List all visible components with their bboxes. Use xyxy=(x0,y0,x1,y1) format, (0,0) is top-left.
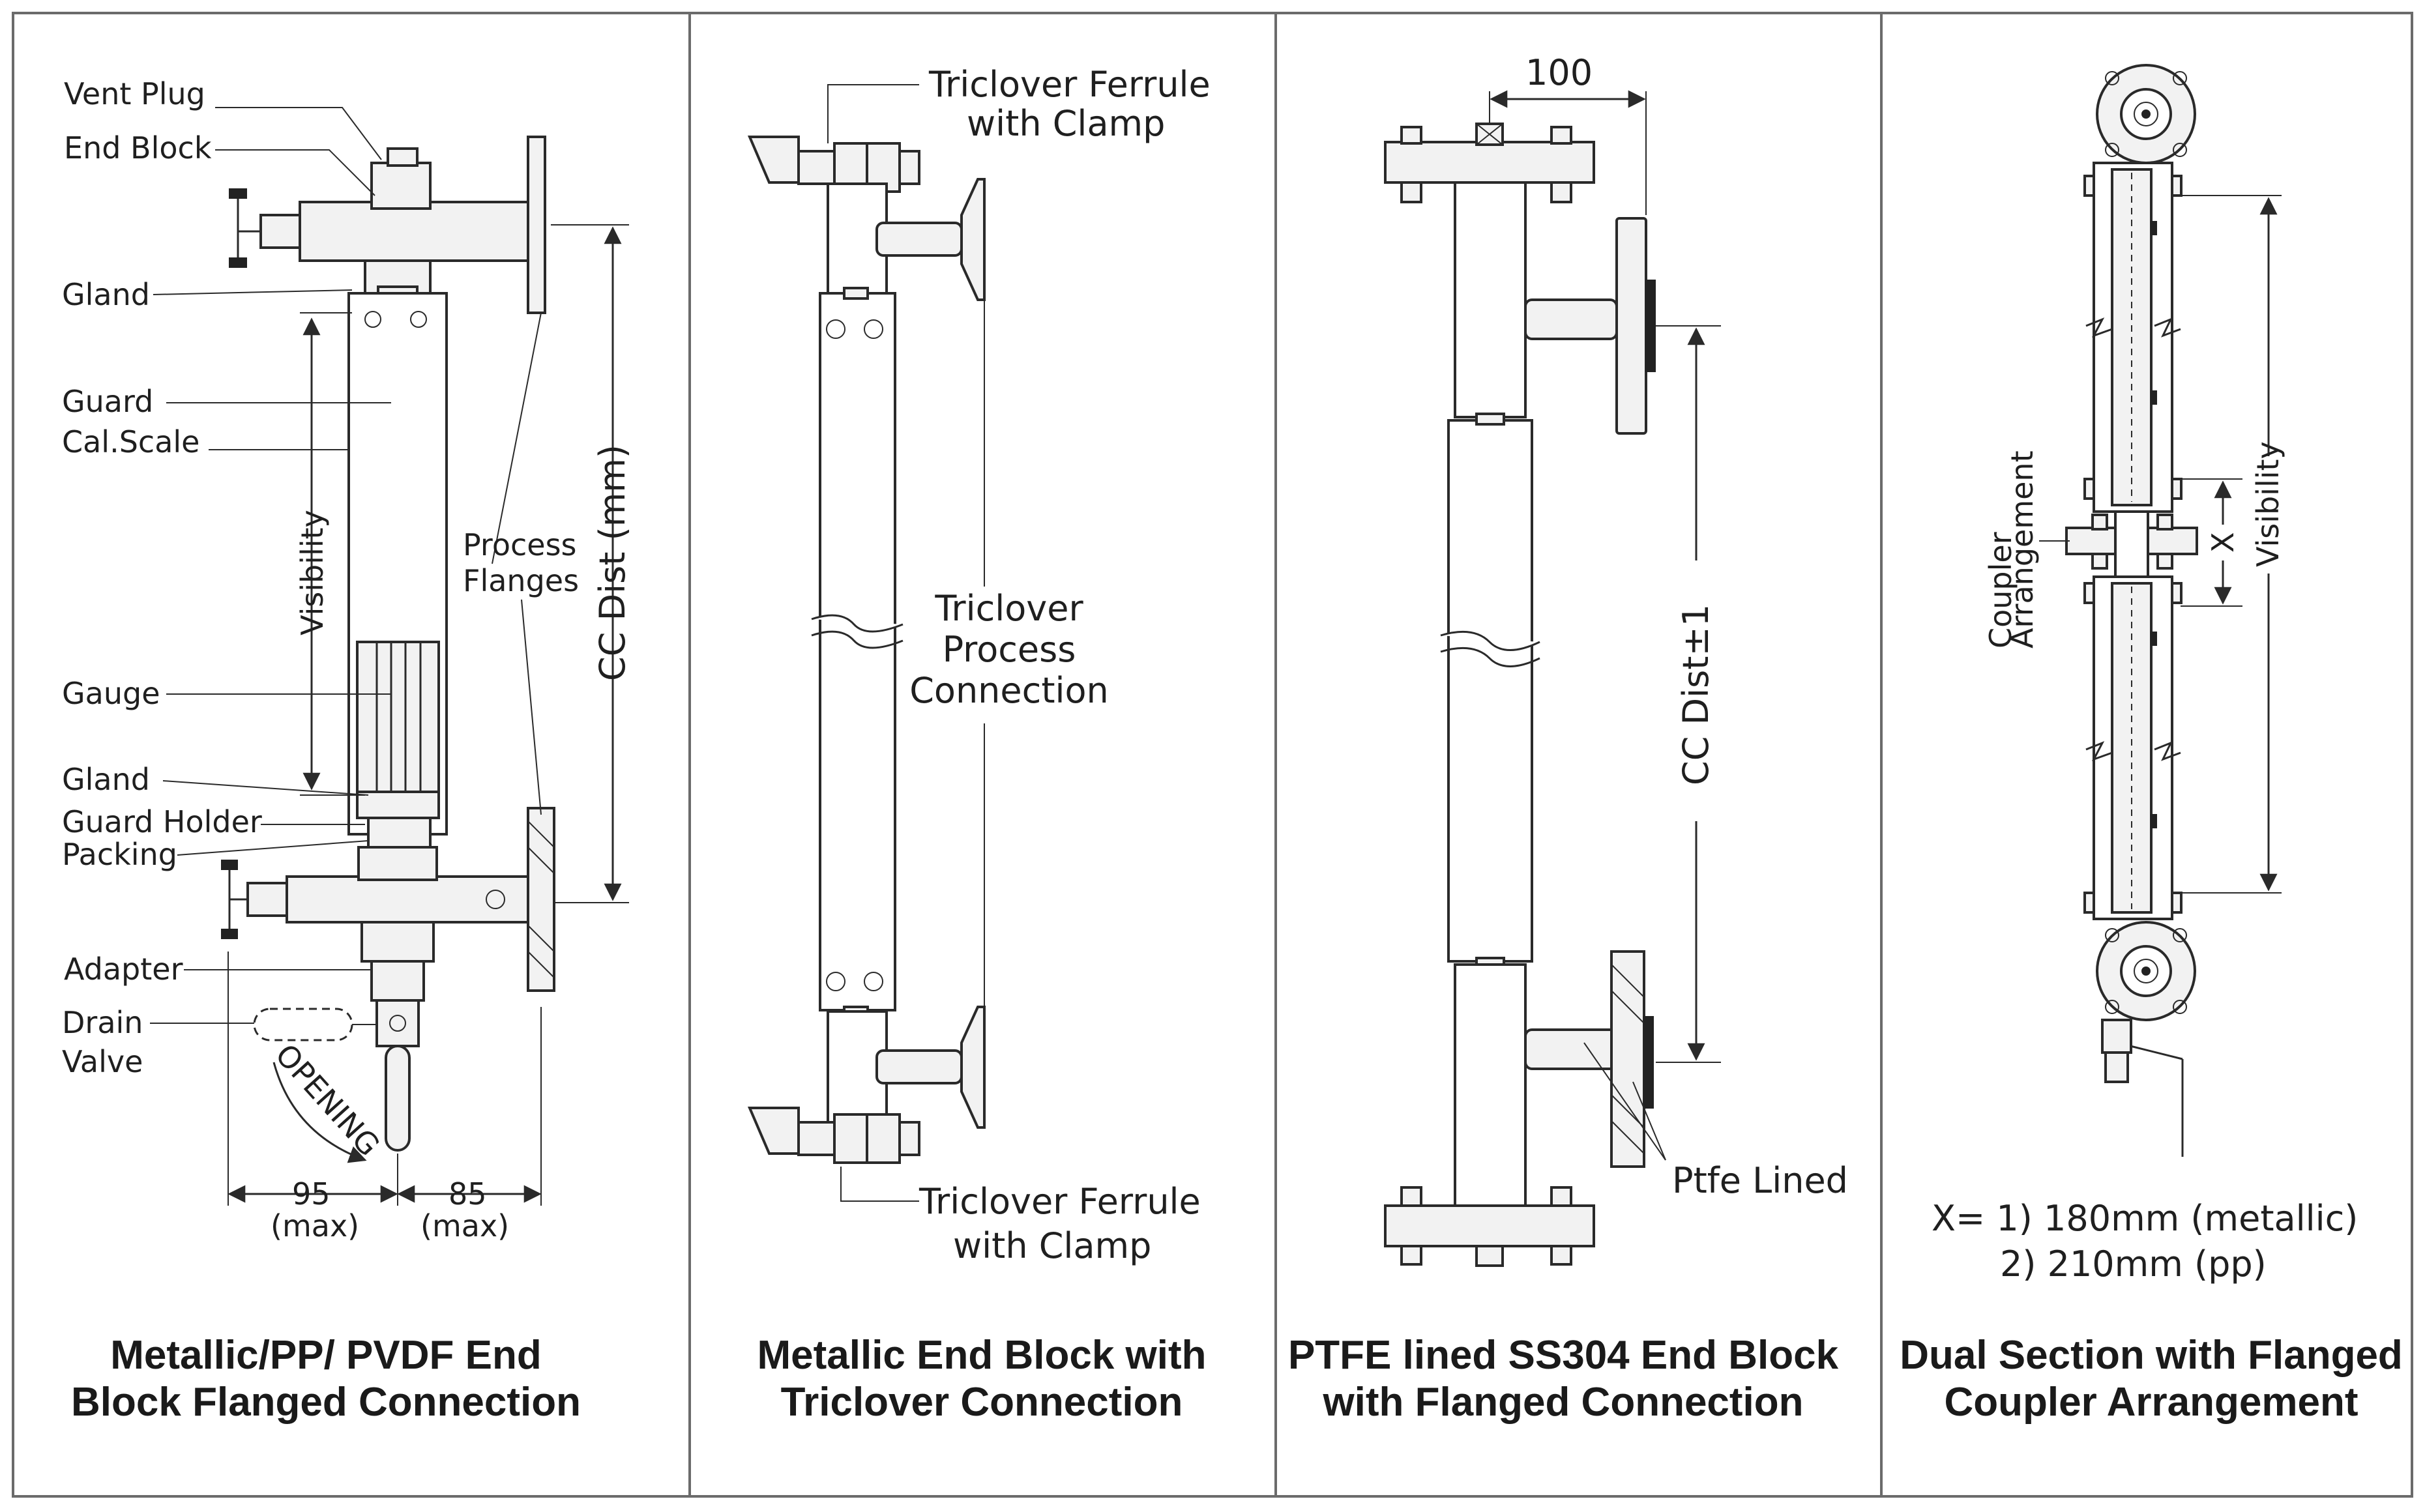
guard-label: Guard xyxy=(62,384,153,419)
vent-plug-cap xyxy=(387,147,419,167)
opening-label: OPENING xyxy=(269,1037,387,1163)
vent-plug-label: Vent Plug xyxy=(64,76,205,111)
panel-1-caption-line-1: Metallic/PP/ PVDF End xyxy=(110,1333,541,1378)
panel-2-caption-line-2: Triclover Connection xyxy=(781,1380,1183,1425)
ptfe-lined-label: Ptfe Lined xyxy=(1672,1160,1848,1201)
panel-3-caption-line-1: PTFE lined SS304 End Block xyxy=(1288,1333,1839,1378)
frame xyxy=(12,12,2413,1498)
flanges-label: Flanges xyxy=(463,563,579,598)
top-side-flange xyxy=(1615,217,1647,435)
top-valve-body xyxy=(259,214,301,249)
dim-95-note: (max) xyxy=(271,1208,359,1243)
triclover-process-label-2: Process xyxy=(943,629,1076,670)
panel-1-caption-line-2: Block Flanged Connection xyxy=(71,1380,581,1425)
triclover-process-label-1: Triclover xyxy=(934,588,1083,629)
vent-plug-body xyxy=(370,162,432,210)
guard-holder-label: Guard Holder xyxy=(62,804,262,839)
bottom-end-block-arm xyxy=(286,875,546,923)
coupler-label-1: Coupler xyxy=(1983,532,2018,648)
panel-1-metallic-flanged: Vent Plug End Block Gland Guard Cal.Scal… xyxy=(62,76,633,1425)
drain-valve-body xyxy=(375,999,420,1047)
cal-scale-label: Cal.Scale xyxy=(62,424,199,459)
ptfe-gauge-body xyxy=(1447,419,1533,963)
drain-outlet xyxy=(385,1045,411,1152)
gland-top-label: Gland xyxy=(62,277,150,312)
visibility-label: Visibility xyxy=(295,510,330,635)
valve-label: Valve xyxy=(62,1044,143,1079)
packing-label: Packing xyxy=(62,837,177,872)
x-note-line-1: X= 1) 180mm (metallic) xyxy=(1932,1198,2358,1239)
x-dim-label: X xyxy=(2205,532,2241,553)
gland-bottom-label: Gland xyxy=(62,762,150,797)
triclover-gauge-body xyxy=(819,292,896,1011)
panel-2-triclover: Triclover Ferrule with Clamp Triclover P… xyxy=(747,64,1211,1425)
gauge-label: Gauge xyxy=(62,676,160,711)
top-ferrule-label-2: with Clamp xyxy=(967,103,1165,144)
dim-100-label: 100 xyxy=(1525,52,1593,93)
panel-4-caption-line-1: Dual Section with Flanged xyxy=(1900,1333,2403,1378)
process-label: Process xyxy=(463,527,577,562)
x-note-line-2: 2) 210mm (pp) xyxy=(2000,1243,2267,1285)
bottom-process-flange xyxy=(527,807,555,992)
break-line xyxy=(811,614,904,633)
bottom-side-flange-lined xyxy=(1610,950,1645,1168)
bottom-ferrule-label-1: Triclover Ferrule xyxy=(919,1181,1201,1222)
adapter-label: Adapter xyxy=(64,952,183,987)
ptfe-cc-dist-label: CC Dist±1 xyxy=(1675,604,1716,785)
end-block-label: End Block xyxy=(64,130,212,166)
bottom-valve-handle-icon xyxy=(221,860,238,870)
bottom-clamp-handle xyxy=(747,1107,800,1155)
panel-4-dual-section: Coupler Arrangement X Visibility X= 1) 1… xyxy=(1900,64,2403,1425)
top-process-flange xyxy=(527,136,546,314)
dim-85-note: (max) xyxy=(420,1208,509,1243)
top-ferrule-label-1: Triclover Ferrule xyxy=(928,64,1211,105)
drain-label: Drain xyxy=(62,1005,143,1040)
bottom-blind-flange xyxy=(1384,1204,1595,1247)
cc-dist-label: CC Dist (mm) xyxy=(592,444,633,681)
gauge-glass xyxy=(356,641,440,793)
drain-valve-lever xyxy=(2130,1045,2183,1060)
drain-valve-open-position xyxy=(253,1008,353,1041)
top-clamp-handle xyxy=(747,136,800,184)
bottom-triclover-flange xyxy=(960,1006,986,1129)
dim-95-label: 95 xyxy=(292,1176,331,1212)
top-triclover-flange xyxy=(960,178,986,301)
triclover-process-label-3: Connection xyxy=(909,670,1109,711)
dual-drain-valve xyxy=(2101,1019,2132,1054)
dim-85-label: 85 xyxy=(448,1176,487,1212)
bottom-ferrule-label-2: with Clamp xyxy=(953,1225,1151,1266)
top-blind-flange xyxy=(1384,141,1595,184)
adapter xyxy=(360,921,435,963)
panel-2-caption-line-1: Metallic End Block with xyxy=(757,1333,1207,1378)
panel-3-caption-line-2: with Flanged Connection xyxy=(1322,1380,1803,1425)
coupler-label-2: Arrangement xyxy=(2005,450,2040,648)
panel-3-ptfe-lined: 100 CC Dist±1 Ptfe Lined PTFE lined SS30… xyxy=(1288,52,1848,1425)
top-valve-handle-icon xyxy=(229,188,247,199)
panel-4-caption-line-2: Coupler Arrangement xyxy=(1944,1380,2358,1425)
dual-visibility-label: Visibility xyxy=(2250,441,2285,567)
top-end-block-arm xyxy=(299,201,542,262)
